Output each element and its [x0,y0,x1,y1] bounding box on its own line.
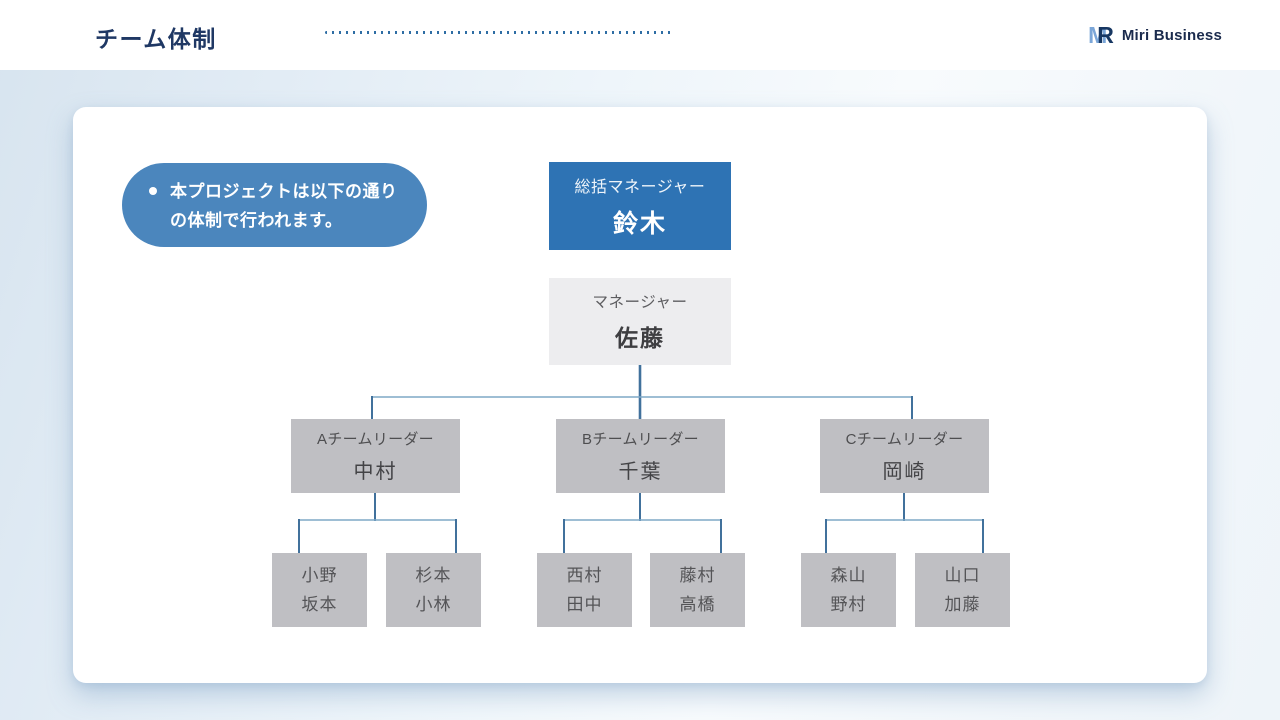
org-node-leader-b: Bチームリーダー 千葉 [556,419,725,493]
callout-bubble: 本プロジェクトは以下の通り の体制で行われます。 [122,163,427,247]
member-name: 小野 [301,566,338,585]
member-name: 杉本 [415,566,452,585]
org-node-members-b2: 藤村 高橋 [650,553,745,627]
org-node-members-b1: 西村 田中 [537,553,632,627]
callout-line: 本プロジェクトは以下の通り [170,182,398,201]
node-name: 鈴木 [612,209,667,238]
content-card: 本プロジェクトは以下の通り の体制で行われます。 総括マネージャー 鈴木 マネー… [73,107,1207,683]
org-node-members-a1: 小野 坂本 [272,553,367,627]
member-name: 加藤 [944,595,981,614]
org-node-members-a2: 杉本 小林 [386,553,481,627]
member-name: 野村 [830,595,867,614]
brand-name: Miri Business [1121,26,1222,44]
title-separator-dots [325,31,671,34]
member-name: 山口 [944,566,981,585]
node-role: Aチームリーダー [317,431,434,448]
node-role: Cチームリーダー [845,431,964,448]
callout-text: 本プロジェクトは以下の通り の体制で行われます。 [170,177,398,235]
node-role: Bチームリーダー [582,431,699,448]
member-name: 坂本 [301,595,338,614]
bullet-icon [149,187,157,195]
member-name: 西村 [566,566,603,585]
page-title: チーム体制 [95,26,217,52]
org-node-manager: マネージャー 佐藤 [549,278,731,365]
member-name: 田中 [566,595,603,614]
member-name: 小林 [415,595,452,614]
node-role: 総括マネージャー [574,178,706,196]
node-name: 岡崎 [882,461,927,483]
org-node-leader-c: Cチームリーダー 岡崎 [820,419,989,493]
node-role: マネージャー [592,294,688,311]
node-name: 中村 [353,461,398,483]
member-name: 高橋 [679,595,716,614]
org-node-leader-a: Aチームリーダー 中村 [291,419,460,493]
node-name: 千葉 [618,461,663,483]
member-name: 藤村 [679,566,716,585]
node-name: 佐藤 [615,325,665,351]
member-name: 森山 [830,566,867,585]
org-node-general-manager: 総括マネージャー 鈴木 [549,162,731,250]
callout-line: の体制で行われます。 [170,211,343,230]
org-node-members-c1: 森山 野村 [801,553,896,627]
org-node-members-c2: 山口 加藤 [915,553,1010,627]
